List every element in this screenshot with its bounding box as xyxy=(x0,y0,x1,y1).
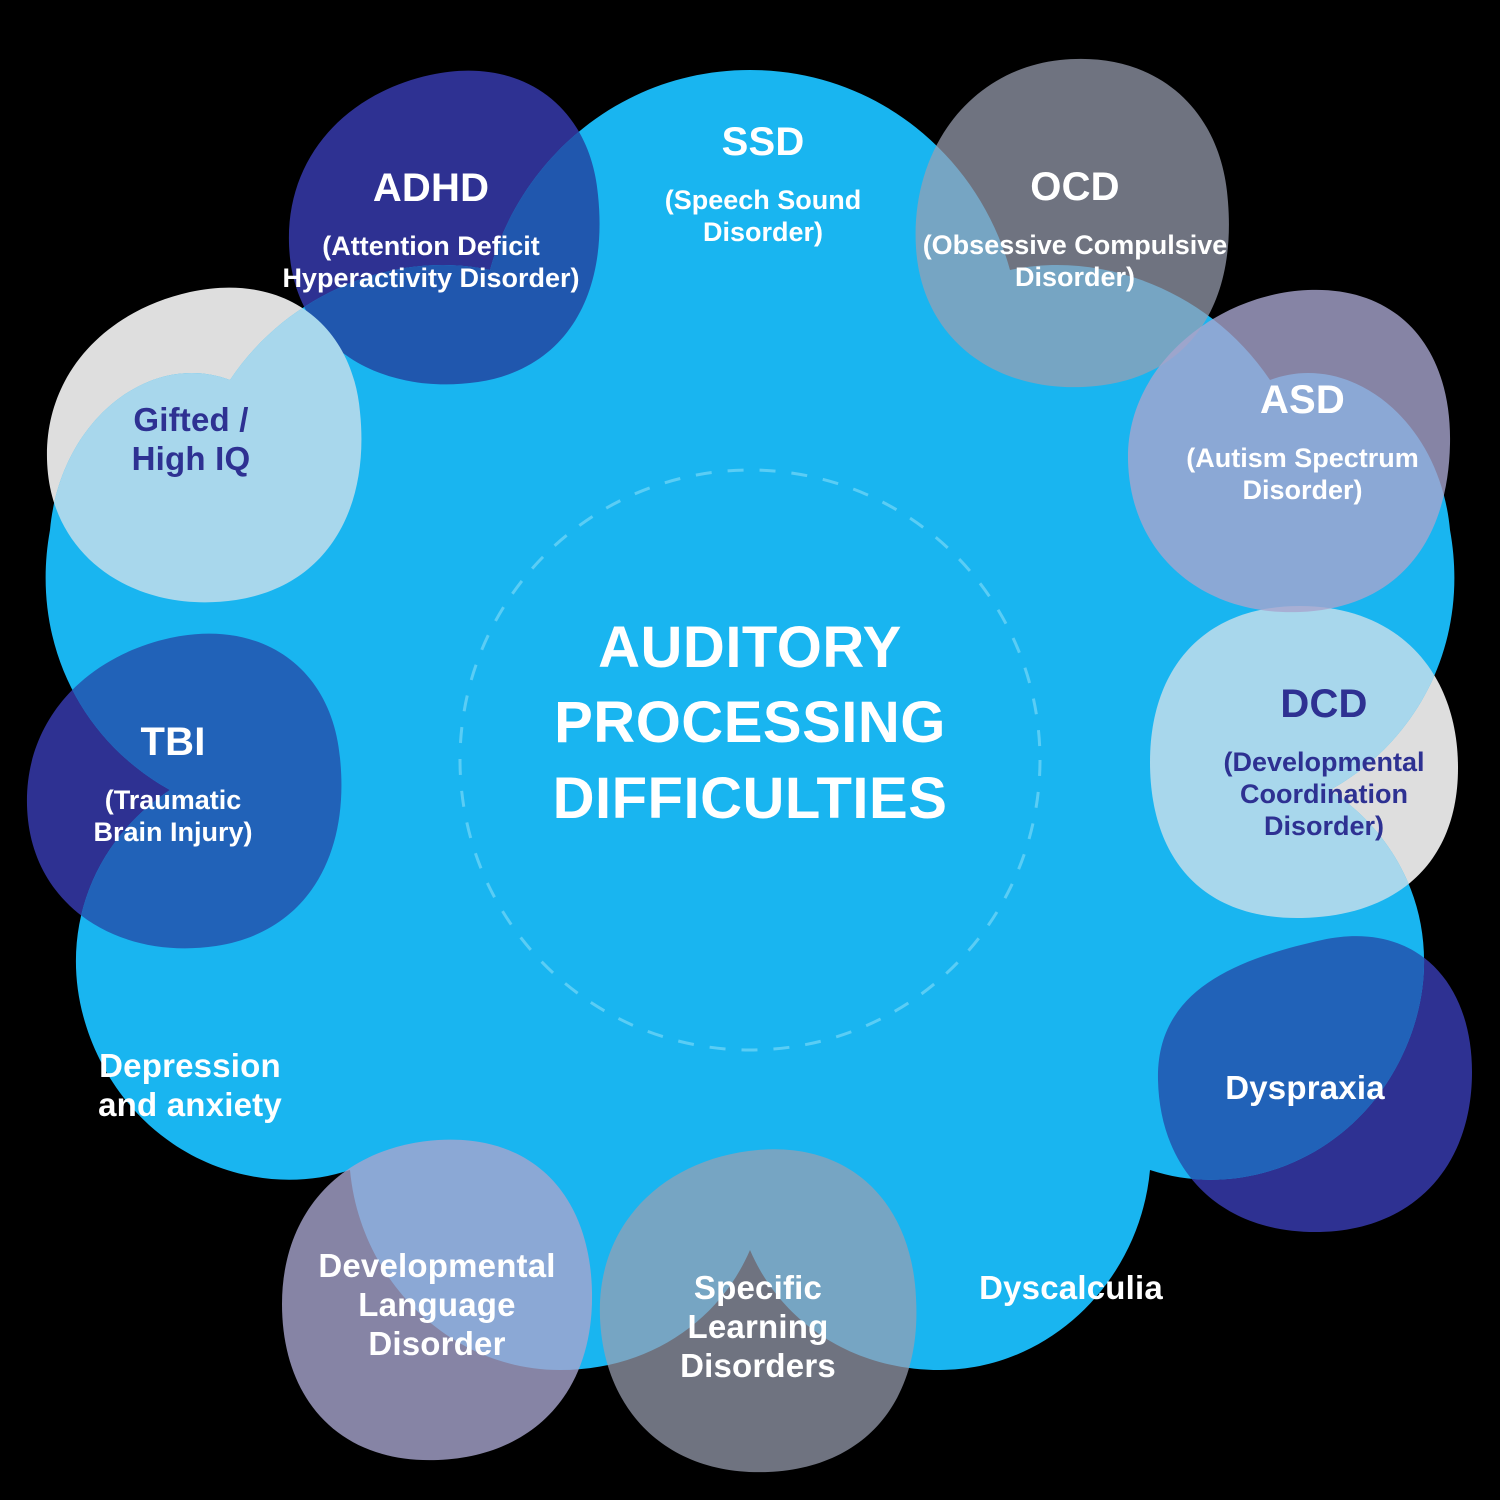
overlap-dcd xyxy=(1150,606,1455,919)
node-blob-asd xyxy=(1127,289,1451,613)
core-blob xyxy=(45,70,1455,1370)
inner-dashed-ring xyxy=(458,468,1042,1052)
node-blob-sld xyxy=(599,1149,917,1473)
overlap-tbi xyxy=(45,633,342,949)
node-blob-ocd xyxy=(915,58,1229,388)
node-blob-dld xyxy=(282,1139,593,1461)
